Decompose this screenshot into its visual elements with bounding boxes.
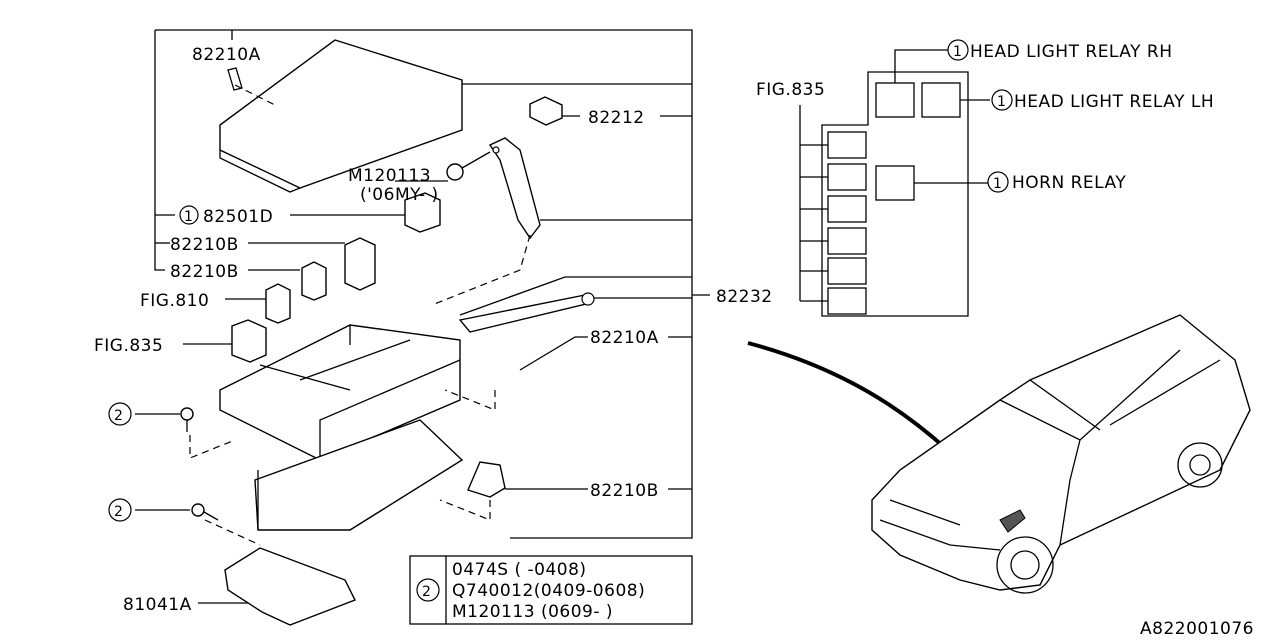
fuse-box-body	[219, 292, 595, 531]
ref-circle	[108, 402, 132, 426]
ref-table-row: M120113 (0609- )	[452, 602, 613, 622]
label-bolt: M120113	[348, 166, 431, 186]
relay-layout: FIG.835 1 HEAD LIGHT RELAY RH 1 HEAD LIG…	[756, 39, 1214, 317]
relay-layout-fig: FIG.835	[756, 80, 825, 100]
fuse-icon	[301, 261, 327, 301]
frame-lines	[135, 29, 710, 604]
ref-num: 1	[953, 44, 962, 60]
relay-icon	[231, 319, 267, 363]
label-head-light-relay-rh: HEAD LIGHT RELAY RH	[970, 42, 1173, 62]
ref-table-row: 0474S ( -0408)	[452, 560, 587, 580]
fuse-box-cover	[219, 39, 463, 193]
ref-table-row: Q740012(0409-0608)	[452, 581, 645, 601]
ref-circle	[108, 498, 132, 522]
label-cover-clip: 82210A	[192, 45, 261, 65]
label-bolt-ref-2: 2	[114, 504, 123, 520]
label-horn-relay: HORN RELAY	[1012, 173, 1126, 193]
label-head-light-relay-lh: HEAD LIGHT RELAY LH	[1014, 92, 1214, 112]
label-fuse-b: 82210B	[170, 262, 239, 282]
label-clamp: 82210B	[590, 481, 659, 501]
ref-num: 1	[993, 176, 1002, 192]
label-fig835: FIG.835	[94, 336, 163, 356]
bolt-icon	[180, 407, 194, 432]
fuse-icon	[265, 283, 291, 324]
label-cable-clip: 82210A	[590, 328, 659, 348]
label-fuse-a: 82210B	[170, 235, 239, 255]
ref-table: 2 0474S ( -0408) Q740012(0409-0608) M120…	[409, 555, 693, 625]
label-bracket: 81041A	[123, 595, 192, 615]
label-relay-num: 1	[184, 209, 193, 225]
cover-part-icon	[529, 96, 563, 126]
label-bolt-note: ('06MY- )	[360, 185, 439, 205]
clamp-icon	[467, 461, 506, 498]
ref-circle	[179, 205, 199, 225]
bolt-and-ground-cable	[446, 137, 541, 240]
label-fig810: FIG.810	[140, 291, 209, 311]
ref-table-num: 2	[422, 584, 431, 600]
bolt-icon	[191, 503, 219, 521]
ref-num: 1	[997, 94, 1006, 110]
label-relay: 82501D	[203, 207, 273, 227]
drawing-id: A822001076	[1140, 619, 1254, 639]
label-bolt-ref-1: 2	[114, 408, 123, 424]
bracket-icon	[224, 547, 356, 626]
car-illustration	[871, 314, 1251, 594]
relay-icon	[404, 192, 441, 233]
label-box-assy: 82232	[716, 287, 773, 307]
label-cover-part: 82212	[588, 108, 645, 128]
fuse-icon	[344, 237, 376, 291]
